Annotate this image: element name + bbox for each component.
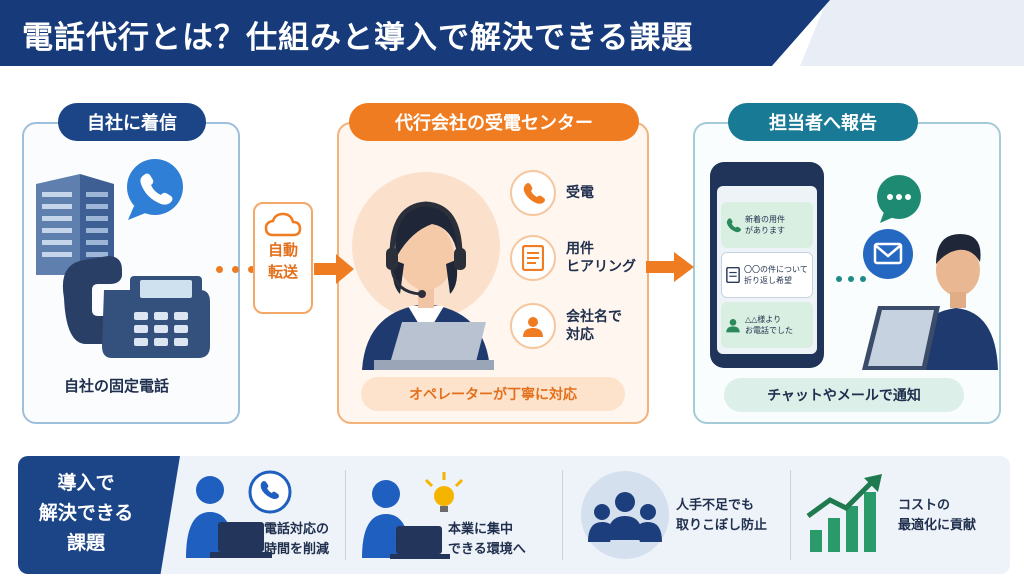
message-line: 新着の用件 [745,215,785,224]
message-text: 〇〇の件について 折り返し希望 [744,264,808,286]
center-item-hearing: 用件 ヒアリング [510,235,636,281]
message-line: お電話でした [745,326,793,335]
document-icon [726,267,740,283]
message-line: があります [745,226,785,235]
center-item-company: 会社名で 対応 [510,303,622,349]
flow-dot [848,276,854,282]
message-text: △△様より お電話でした [745,314,793,336]
auto-transfer-line2: 転送 [267,263,298,281]
message-line: △△様より [745,315,782,324]
divider [562,470,563,560]
growth-chart-icon [806,474,882,552]
person-icon [523,317,543,337]
page-title: 電話代行とは？仕組みと導入で解決できる課題 [22,20,694,56]
issue-line: 最適化に貢献 [898,518,977,533]
center-item-text-group: 会社名で 対応 [566,308,622,344]
center-item-answer: 受電 [510,170,594,216]
flow-dot [216,266,223,273]
auto-transfer-box: 自動 転送 [253,202,313,314]
flow-dot [860,276,866,282]
center-item-text: 会社名で [566,309,622,325]
flow-dot [836,276,842,282]
flow-dots-left [216,266,255,273]
office-building-icon [36,174,114,275]
header-accent [800,0,1024,66]
issue-line: 取りこぼし防止 [676,518,768,533]
message-card: 〇〇の件について 折り返し希望 [721,252,813,298]
flow-dot [232,266,239,273]
issue-focus-core: 本業に集中 できる環境へ [448,520,526,560]
phone-icon [726,218,741,233]
center-item-text: ヒアリング [566,259,636,275]
flow-arrow-to-center-icon [314,254,354,284]
issues-band [18,456,1010,574]
message-line: 〇〇の件について [744,265,808,274]
label-call-center: 代行会社の受電センター [349,103,639,141]
issue-no-missed-calls: 人手不足でも 取りこぼし防止 [676,496,767,536]
issue-line: 人手不足でも [676,498,755,513]
message-text: 新着の用件 があります [745,214,785,236]
person-icon [726,319,740,333]
person-at-laptop-with-call-icon [186,470,292,558]
operator-note-bar: オペレーターが丁寧に対応 [361,377,625,411]
flow-dot [248,266,255,273]
issue-line: 電話対応の [264,522,330,537]
divider [345,470,346,560]
caption-landline: 自社の固定電話 [64,377,170,395]
issues-label-bg [18,456,180,574]
divider [790,470,791,560]
phone-icon [523,183,545,204]
issue-line: 本業に集中 [448,522,514,537]
ci-circle [510,303,556,349]
chat-bubble-icon [877,175,921,223]
ci-circle [510,170,556,216]
smartphone: 新着の用件 があります 〇〇の件について 折り返し希望 △△様より お電話でし [710,162,824,368]
issues-label: 導入で 解決できる 課題 [38,472,134,554]
center-item-text: 受電 [566,185,594,201]
message-line: 折り返し希望 [744,276,792,285]
ci-circle [510,235,556,281]
notification-bar: チャットやメールで通知 [724,378,964,412]
document-icon [522,245,544,271]
call-bubble-icon [127,159,183,220]
person-with-laptop-illustration [862,234,998,370]
flow-dots-right [836,276,866,282]
center-item-text: 対応 [566,327,594,343]
center-item-text-group: 用件 ヒアリング [566,240,636,276]
center-item-text: 用件 [566,241,594,257]
mail-icon [863,229,913,279]
desk-phone-icon [62,256,210,358]
smartphone-screen: 新着の用件 があります 〇〇の件について 折り返し希望 △△様より お電話でし [717,186,817,354]
auto-transfer-line1: 自動 [267,241,298,259]
header-band [0,0,830,66]
issue-line: できる環境へ [448,542,526,557]
issue-reduce-time: 電話対応の 時間を削減 [264,520,329,560]
issue-line: コストの [898,498,951,513]
operator-illustration [352,172,500,370]
message-card: △△様より お電話でした [721,302,813,348]
message-card: 新着の用件 があります [721,202,813,248]
label-incoming-call: 自社に着信 [58,103,206,141]
cloud-icon [264,212,302,237]
flow-arrow-to-right-icon [646,252,694,282]
header-banner: 電話代行とは？仕組みと導入で解決できる課題 [0,0,1024,66]
issue-cost-optimization: コストの 最適化に貢献 [898,496,976,536]
team-people-icon [581,471,669,559]
label-report: 担当者へ報告 [728,103,918,141]
person-focus-lightbulb-icon [362,472,464,559]
issue-line: 時間を削減 [264,542,330,557]
